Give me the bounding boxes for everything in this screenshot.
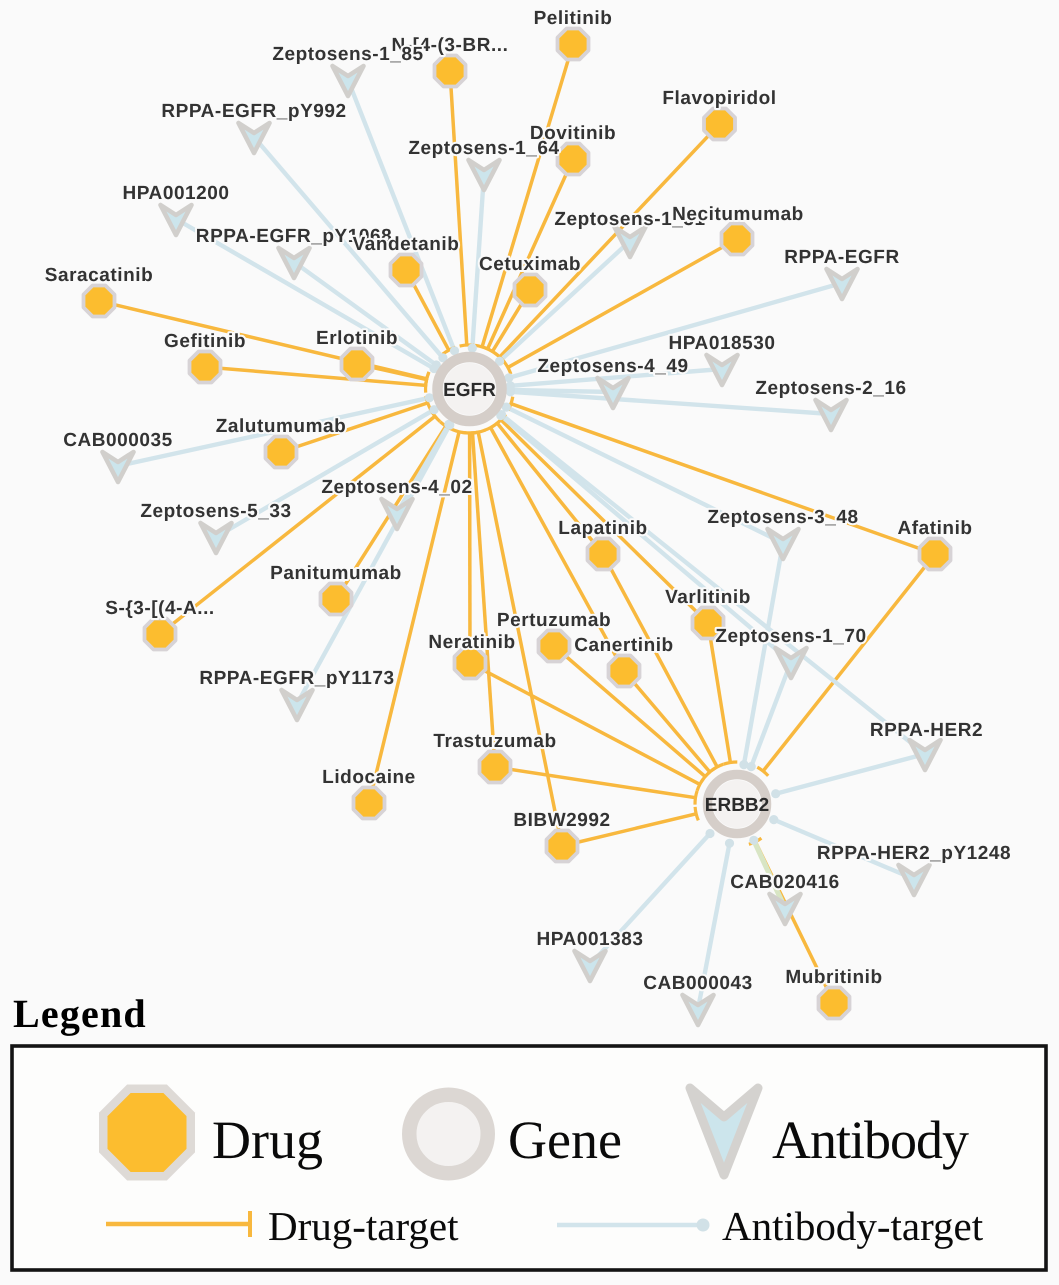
svg-text:Legend: Legend — [13, 991, 147, 1036]
svg-text:Drug-target: Drug-target — [268, 1203, 459, 1249]
svg-text:Zeptosens-1_85: Zeptosens-1_85 — [272, 44, 423, 65]
svg-text:Antibody-target: Antibody-target — [722, 1203, 984, 1249]
svg-text:RPPA-EGFR_pY1173: RPPA-EGFR_pY1173 — [199, 668, 394, 689]
svg-text:BIBW2992: BIBW2992 — [513, 810, 610, 831]
svg-text:Gefitinib: Gefitinib — [164, 331, 246, 352]
svg-text:Zeptosens-4_02: Zeptosens-4_02 — [321, 477, 472, 498]
svg-text:Afatinib: Afatinib — [897, 518, 972, 539]
svg-text:Lidocaine: Lidocaine — [322, 767, 416, 788]
svg-text:ERBB2: ERBB2 — [705, 795, 769, 816]
svg-text:Drug: Drug — [212, 1110, 323, 1170]
svg-text:CAB000043: CAB000043 — [643, 973, 753, 994]
svg-text:Vandetanib: Vandetanib — [353, 234, 460, 255]
svg-text:RPPA-EGFR: RPPA-EGFR — [784, 247, 899, 268]
svg-text:Panitumumab: Panitumumab — [270, 563, 402, 584]
svg-text:Varlitinib: Varlitinib — [665, 587, 751, 608]
svg-text:Necitumumab: Necitumumab — [672, 204, 804, 225]
svg-text:Flavopiridol: Flavopiridol — [662, 88, 776, 109]
svg-text:HPA001383: HPA001383 — [536, 929, 643, 950]
svg-text:RPPA-EGFR_pY992: RPPA-EGFR_pY992 — [161, 101, 346, 122]
svg-text:CAB020416: CAB020416 — [730, 872, 840, 893]
svg-text:Erlotinib: Erlotinib — [316, 328, 398, 349]
svg-text:S-{3-[(4-A...: S-{3-[(4-A... — [105, 598, 215, 619]
svg-text:Mubritinib: Mubritinib — [785, 967, 882, 988]
svg-text:Cetuximab: Cetuximab — [479, 254, 581, 275]
svg-text:CAB000035: CAB000035 — [63, 430, 173, 451]
svg-text:EGFR: EGFR — [443, 380, 496, 401]
svg-text:Pelitinib: Pelitinib — [534, 8, 613, 29]
svg-text:Pertuzumab: Pertuzumab — [497, 610, 611, 631]
svg-text:Lapatinib: Lapatinib — [558, 518, 647, 539]
svg-text:Canertinib: Canertinib — [574, 635, 673, 656]
svg-text:Gene: Gene — [508, 1110, 622, 1170]
svg-text:Zeptosens-5_33: Zeptosens-5_33 — [140, 501, 291, 522]
svg-text:Zeptosens-1_64: Zeptosens-1_64 — [408, 138, 559, 159]
svg-text:Trastuzumab: Trastuzumab — [433, 731, 556, 752]
svg-text:Zeptosens-4_49: Zeptosens-4_49 — [537, 356, 688, 377]
svg-text:Antibody: Antibody — [772, 1110, 969, 1170]
svg-text:RPPA-HER2: RPPA-HER2 — [870, 720, 983, 741]
svg-text:RPPA-HER2_pY1248: RPPA-HER2_pY1248 — [817, 843, 1011, 864]
svg-text:Neratinib: Neratinib — [428, 632, 515, 653]
svg-text:Zeptosens-2_16: Zeptosens-2_16 — [755, 378, 906, 399]
svg-text:Saracatinib: Saracatinib — [45, 265, 153, 286]
svg-text:HPA018530: HPA018530 — [668, 333, 775, 354]
svg-text:Zeptosens-1_70: Zeptosens-1_70 — [715, 626, 866, 647]
svg-text:Zeptosens-3_48: Zeptosens-3_48 — [707, 507, 858, 528]
svg-text:HPA001200: HPA001200 — [122, 183, 229, 204]
svg-text:Zalutumumab: Zalutumumab — [216, 416, 347, 437]
